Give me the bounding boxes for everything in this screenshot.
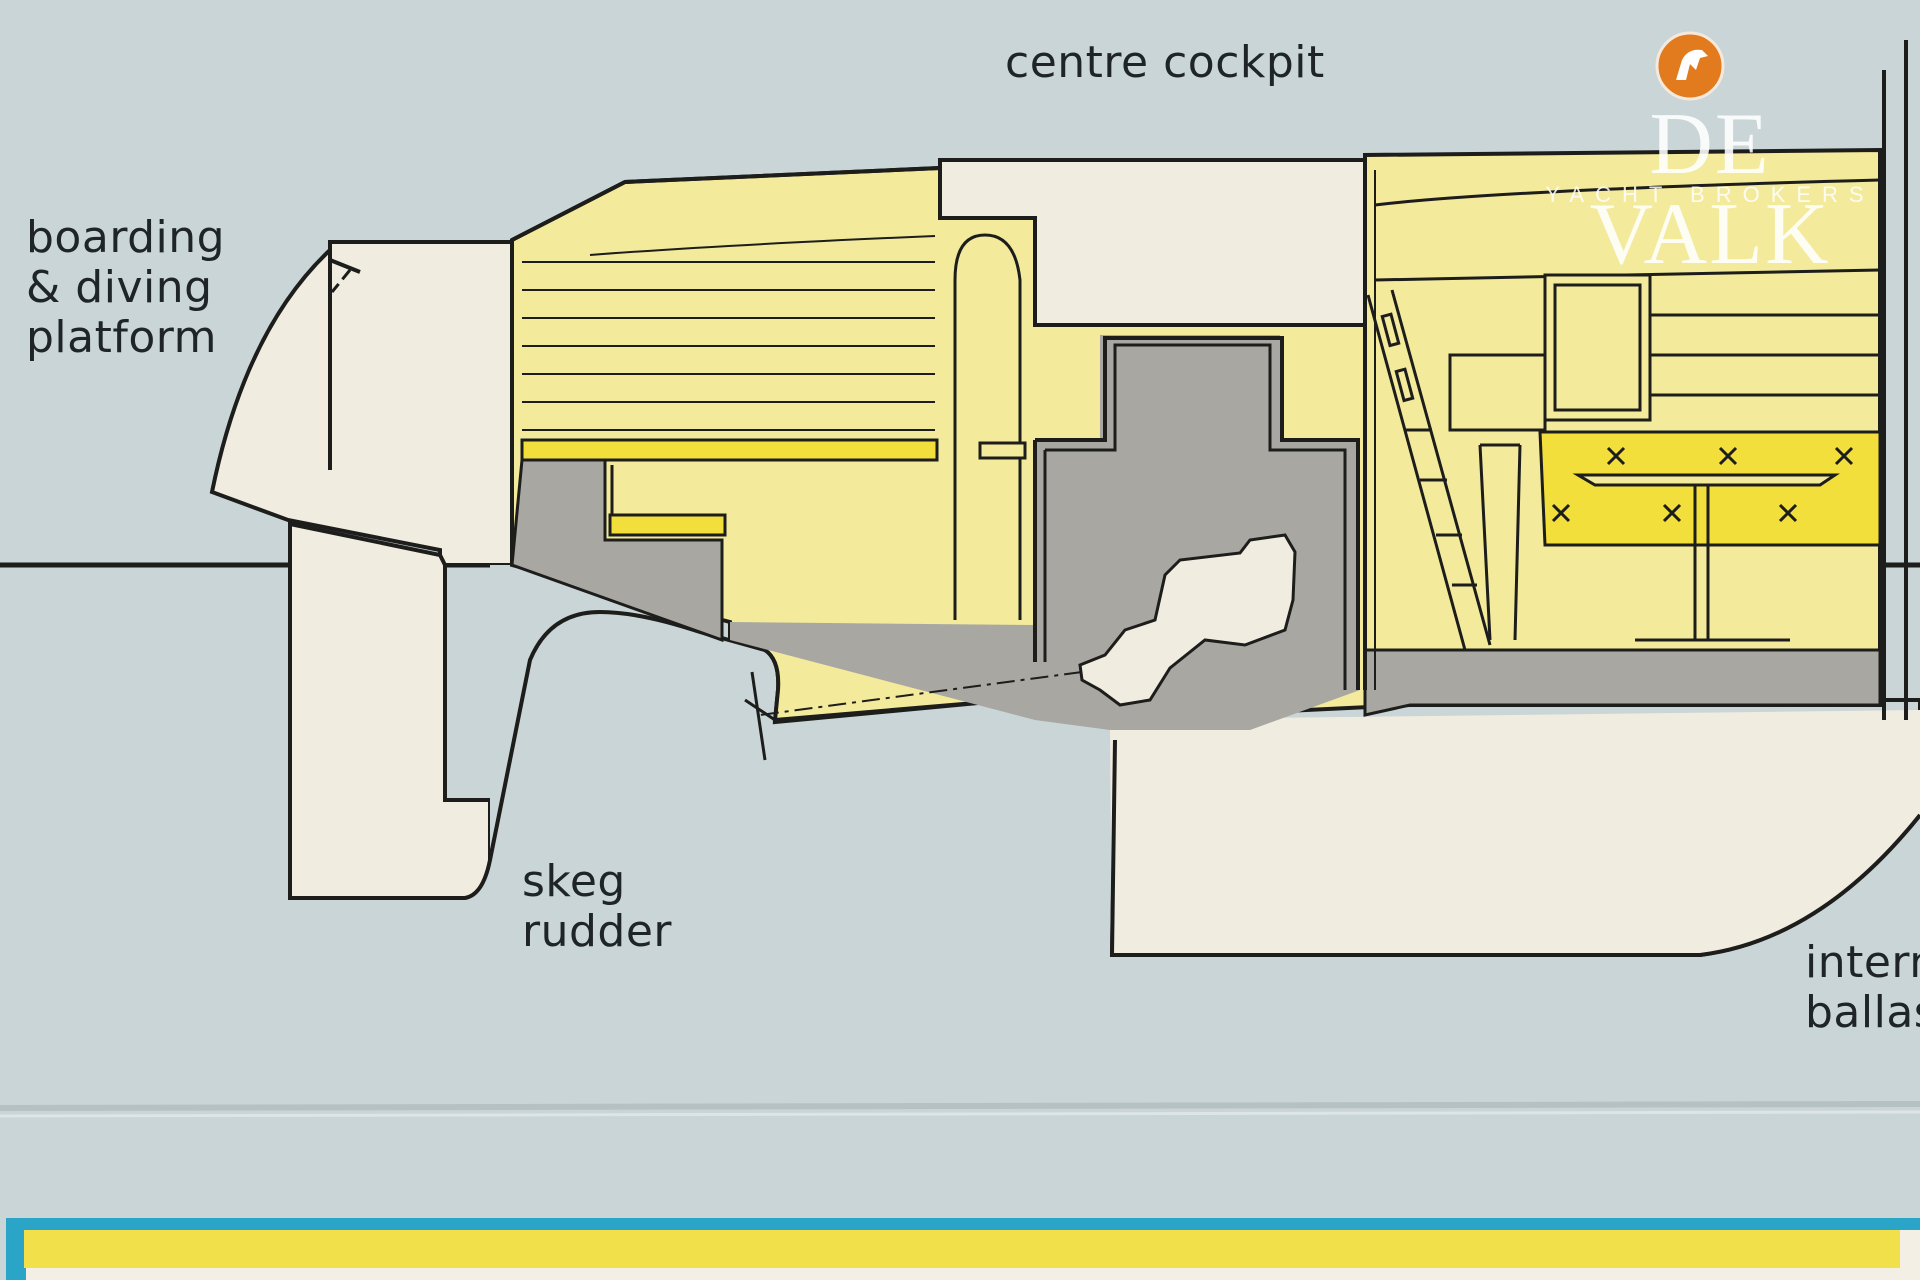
watermark-brand-name: DE VALK bbox=[1589, 96, 1831, 283]
brochure-border-band bbox=[6, 1218, 1920, 1280]
saloon-sole bbox=[1363, 648, 1882, 717]
cushion-marks bbox=[1551, 446, 1854, 523]
saloon-settee bbox=[1538, 430, 1882, 547]
aft-cabin-door bbox=[953, 233, 1022, 620]
mast bbox=[1882, 40, 1908, 720]
internal-ballast-label: intern ballas bbox=[1805, 937, 1920, 1038]
border-inner-yellow bbox=[24, 1230, 1900, 1268]
aft-settee bbox=[510, 458, 724, 643]
skeg-rudder-label: skeg rudder bbox=[522, 856, 672, 957]
companionway-ladder bbox=[1366, 289, 1492, 651]
engine bbox=[1078, 533, 1297, 707]
keel-ballast bbox=[1100, 710, 1920, 955]
saloon-cabinets bbox=[1374, 178, 1881, 641]
horse-head-logo-icon bbox=[1655, 31, 1725, 101]
saloon-table bbox=[1572, 473, 1840, 642]
aft-berth-cushion bbox=[520, 438, 939, 462]
watermark-subtitle: YACHT BROKERS bbox=[1545, 182, 1875, 207]
de-valk-watermark: DE VALK YACHT BROKERS bbox=[1520, 30, 1900, 280]
propeller-shaft bbox=[759, 671, 1083, 716]
boarding-platform bbox=[209, 240, 514, 567]
propeller bbox=[744, 671, 776, 761]
centre-cockpit-label: centre cockpit bbox=[1005, 37, 1325, 88]
boarding-platform-label: boarding & diving platform bbox=[26, 212, 226, 363]
rudder bbox=[288, 521, 492, 900]
paper-fold-line bbox=[0, 1101, 1920, 1111]
aft-deck bbox=[511, 166, 941, 242]
